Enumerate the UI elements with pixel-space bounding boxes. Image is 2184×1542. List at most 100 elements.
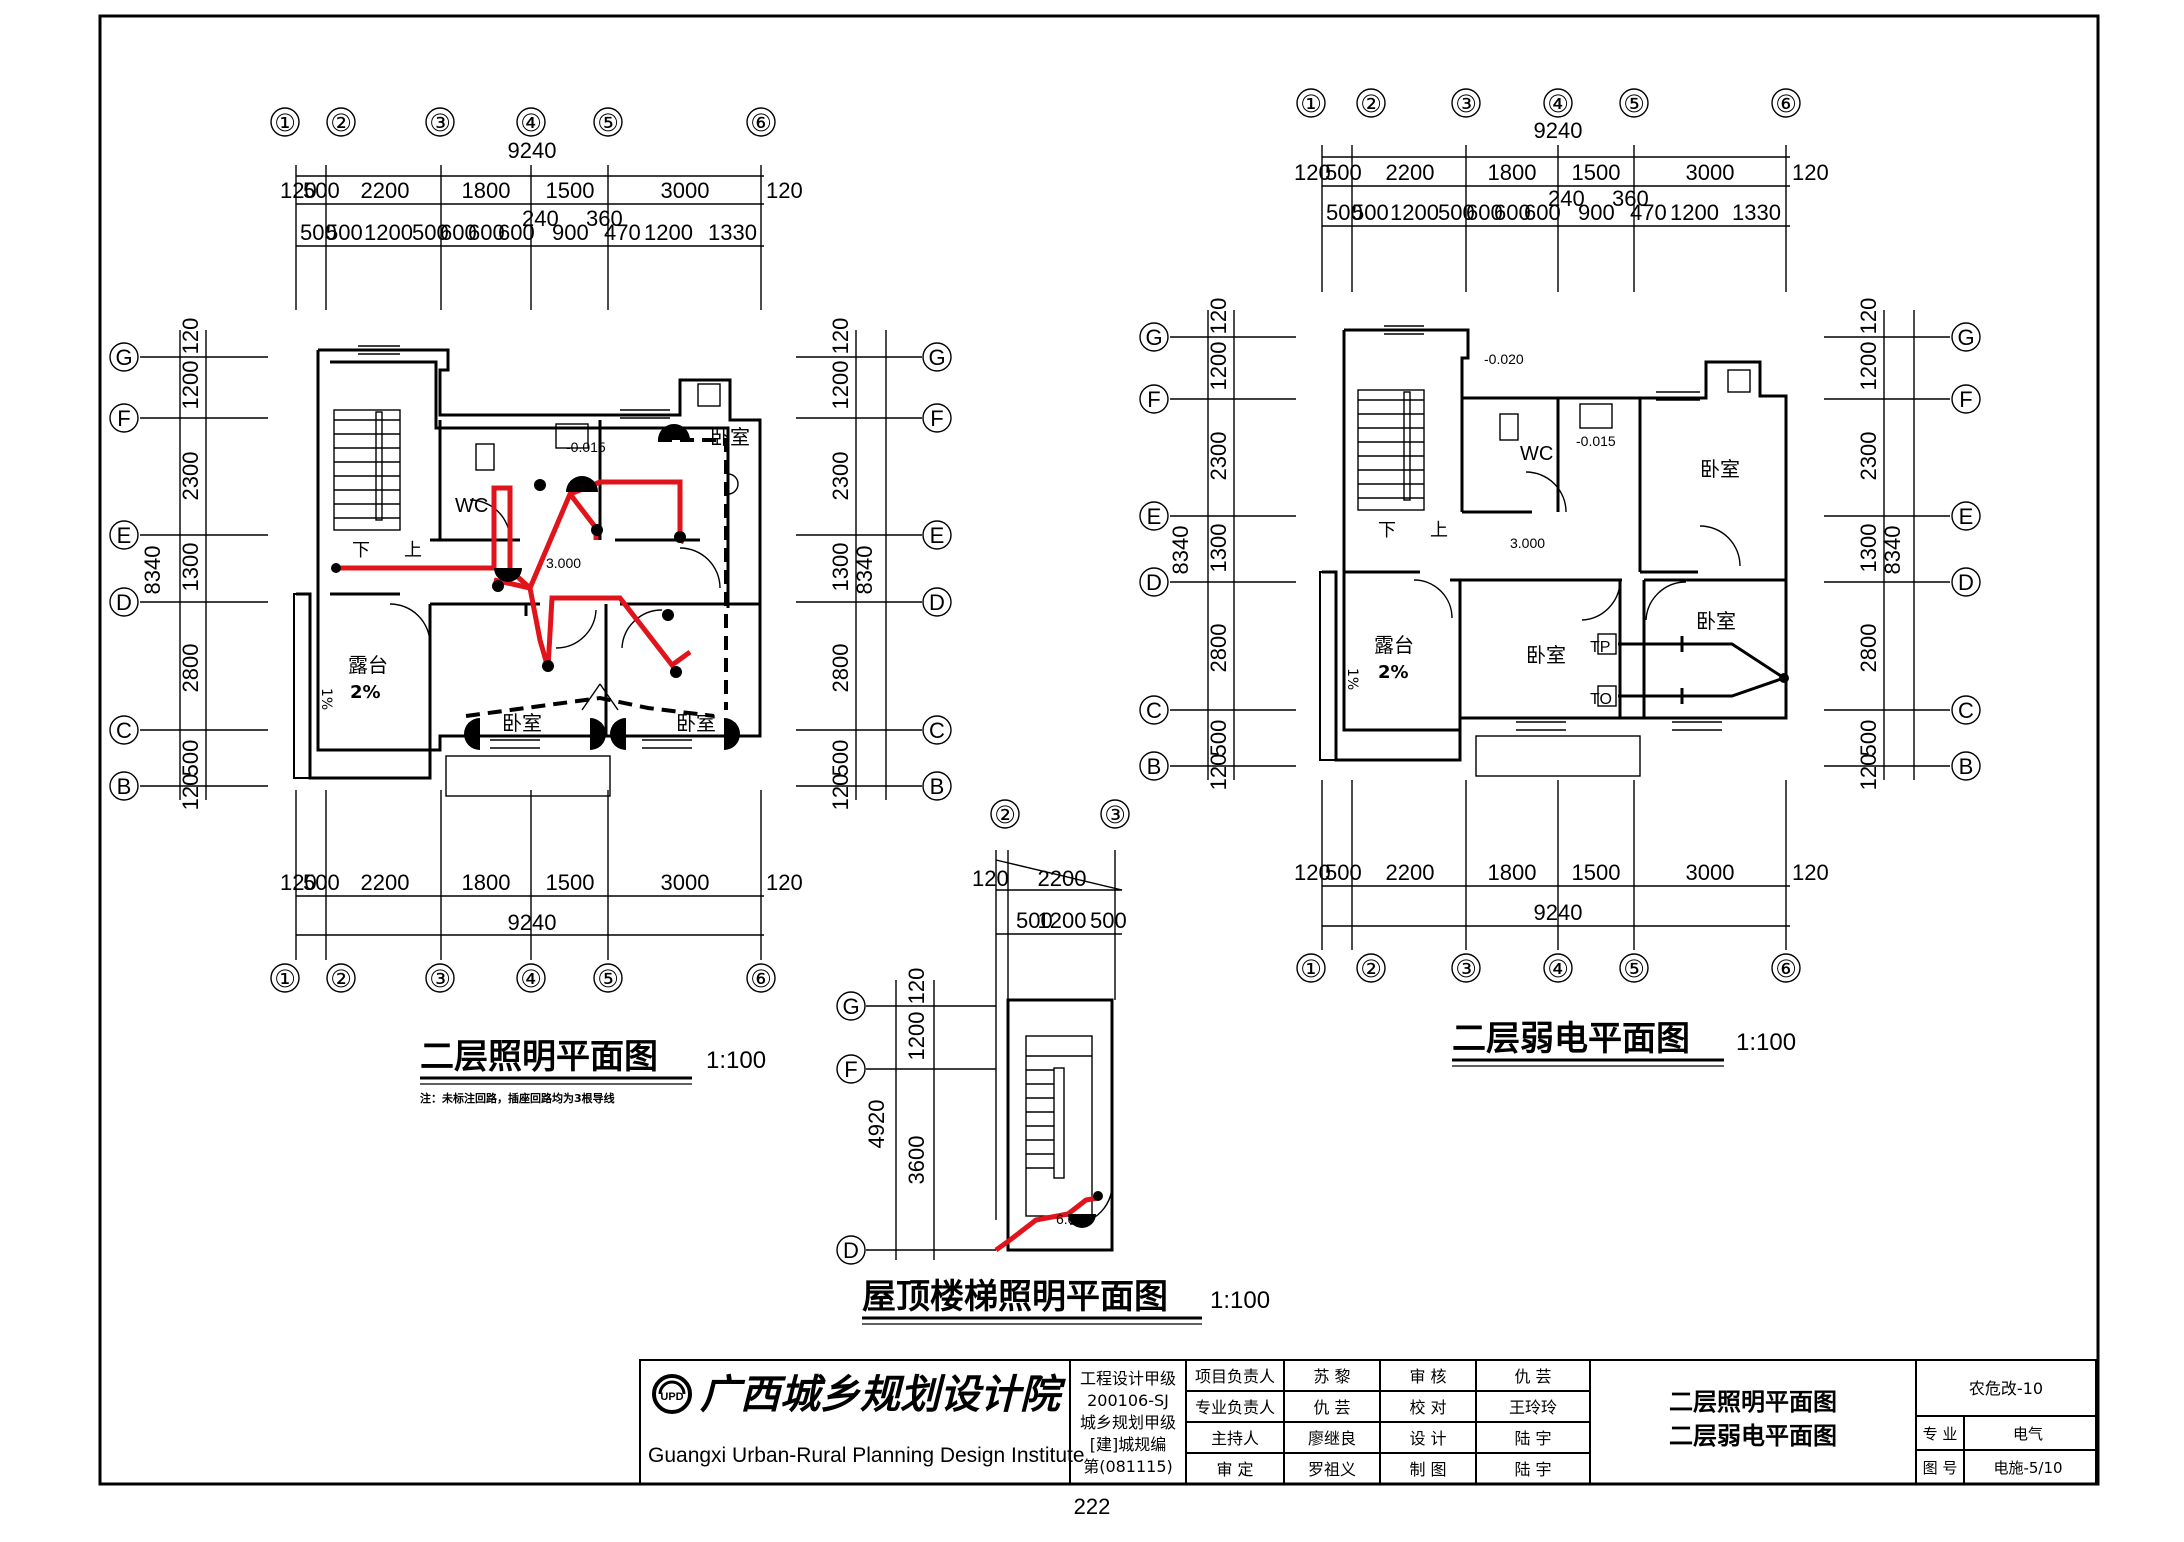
svg-text:120: 120 xyxy=(766,870,803,895)
svg-text:1%: 1% xyxy=(318,688,334,710)
weak-right-axes: G F E D C B xyxy=(1951,322,1981,781)
svg-text:120: 120 xyxy=(178,774,203,811)
weak-plan-title: 二层弱电平面图 xyxy=(1452,1019,1690,1059)
svg-text:F: F xyxy=(844,1057,857,1082)
weak-top-dims: 120 500 2200 1800 1500 3000 120 xyxy=(1294,160,1829,185)
svg-text:卧室: 卧室 xyxy=(676,711,716,735)
svg-text:C: C xyxy=(1146,698,1162,723)
svg-text:8340: 8340 xyxy=(852,546,877,595)
svg-text:2300: 2300 xyxy=(1206,432,1231,481)
svg-text:①: ① xyxy=(274,110,296,137)
svg-text:3.000: 3.000 xyxy=(1510,535,1545,551)
svg-text:城乡规划甲级: 城乡规划甲级 xyxy=(1080,1413,1176,1432)
svg-text:3000: 3000 xyxy=(1686,160,1735,185)
svg-text:审 核: 审 核 xyxy=(1409,1367,1446,1386)
institute-logo: UPD xyxy=(652,1374,692,1414)
svg-text:③: ③ xyxy=(1455,91,1477,118)
svg-text:TO: TO xyxy=(1590,691,1612,708)
svg-text:120: 120 xyxy=(1856,754,1881,791)
axis-4-top: ④ xyxy=(516,107,546,137)
svg-text:E: E xyxy=(1959,504,1974,529)
svg-text:1500: 1500 xyxy=(1572,860,1621,885)
svg-text:1800: 1800 xyxy=(462,178,511,203)
svg-text:8340: 8340 xyxy=(140,546,165,595)
svg-text:120: 120 xyxy=(1206,754,1231,791)
svg-text:上: 上 xyxy=(1430,520,1448,541)
svg-text:120: 120 xyxy=(280,870,317,895)
svg-text:2300: 2300 xyxy=(178,452,203,501)
svg-text:⑥: ⑥ xyxy=(750,110,772,137)
lighting-top-dims: 120 500 2200 1800 1500 3000 120 xyxy=(280,178,803,203)
lighting-plan-note: 注：未标注回路，插座回路均为3根导线 xyxy=(420,1091,615,1105)
svg-text:F: F xyxy=(117,406,130,431)
svg-text:2200: 2200 xyxy=(1038,866,1087,891)
svg-text:4920: 4920 xyxy=(864,1100,889,1149)
svg-text:F: F xyxy=(1147,387,1160,412)
svg-text:TP: TP xyxy=(1590,639,1610,656)
svg-text:360: 360 xyxy=(586,206,623,231)
svg-text:露台: 露台 xyxy=(1374,633,1414,657)
svg-text:470: 470 xyxy=(604,220,641,245)
svg-text:500: 500 xyxy=(1206,720,1231,757)
roof-top-axes: ② ③ xyxy=(990,799,1130,829)
svg-text:470: 470 xyxy=(1630,200,1667,225)
svg-text:8340: 8340 xyxy=(1168,526,1193,575)
svg-text:240: 240 xyxy=(522,206,559,231)
weak-left-axes: G F E D C B xyxy=(1139,322,1169,781)
svg-text:②: ② xyxy=(994,802,1016,829)
svg-text:1200: 1200 xyxy=(904,1012,929,1061)
svg-text:120: 120 xyxy=(904,968,929,1005)
svg-text:卧室: 卧室 xyxy=(502,711,542,735)
project-code: 农危改-10 xyxy=(1969,1379,2043,1398)
svg-text:120: 120 xyxy=(1792,160,1829,185)
svg-text:500: 500 xyxy=(326,220,363,245)
lighting-top-sub-dims: 500 500 1200 500 600 600 600 900 470 120… xyxy=(300,206,757,245)
svg-text:9240: 9240 xyxy=(1534,118,1583,143)
svg-text:廖继良: 廖继良 xyxy=(1308,1429,1356,1448)
svg-text:600: 600 xyxy=(1494,200,1531,225)
svg-text:③: ③ xyxy=(1104,802,1126,829)
lighting-walls xyxy=(293,345,762,797)
svg-text:3.000: 3.000 xyxy=(546,555,581,571)
svg-text:①: ① xyxy=(1300,91,1322,118)
sheet-number: 电施-5/10 xyxy=(1993,1459,2062,1477)
svg-text:500: 500 xyxy=(303,178,340,203)
roof-left-axes: G F D xyxy=(836,991,866,1265)
svg-text:2800: 2800 xyxy=(178,644,203,693)
svg-text:2%: 2% xyxy=(350,682,381,703)
svg-text:⑥: ⑥ xyxy=(750,966,772,993)
page-number: 222 xyxy=(1074,1494,1111,1519)
weak-current-plan: ① ② ③ ④ ⑤ ⑥ 9240 120 500 2200 1800 1500 … xyxy=(1139,88,1981,1067)
svg-text:120: 120 xyxy=(766,178,803,203)
svg-text:③: ③ xyxy=(429,110,451,137)
svg-text:B: B xyxy=(1147,754,1162,779)
svg-text:①: ① xyxy=(274,966,296,993)
lighting-left-dims: 120 1200 2300 1300 2800 500 120 xyxy=(178,318,203,811)
svg-text:9240: 9240 xyxy=(1534,900,1583,925)
svg-text:2300: 2300 xyxy=(1856,432,1881,481)
svg-text:600: 600 xyxy=(468,220,505,245)
svg-text:500: 500 xyxy=(1326,200,1363,225)
svg-text:G: G xyxy=(842,994,859,1019)
title-block: UPD 广西城乡规划设计院 Guangxi Urban-Rural Planni… xyxy=(639,1359,2097,1485)
svg-text:D: D xyxy=(929,590,945,615)
svg-text:1200: 1200 xyxy=(1038,908,1087,933)
svg-text:2800: 2800 xyxy=(1856,624,1881,673)
svg-text:④: ④ xyxy=(520,966,542,993)
axis-5-top: ⑤ xyxy=(593,107,623,137)
svg-text:1200: 1200 xyxy=(178,361,203,410)
roof-plan-title: 屋顶楼梯照明平面图 xyxy=(862,1277,1168,1317)
svg-text:500: 500 xyxy=(1016,908,1053,933)
svg-text:C: C xyxy=(929,718,945,743)
svg-text:专业负责人: 专业负责人 xyxy=(1195,1398,1275,1417)
lighting-left-axes: G F E D C B xyxy=(109,342,139,801)
svg-text:苏 黎: 苏 黎 xyxy=(1313,1367,1350,1386)
svg-text:项目负责人: 项目负责人 xyxy=(1195,1367,1275,1386)
svg-text:下: 下 xyxy=(352,540,370,561)
svg-text:120: 120 xyxy=(1294,160,1331,185)
svg-text:500: 500 xyxy=(1325,160,1362,185)
svg-text:③: ③ xyxy=(1455,956,1477,983)
discipline: 电气 xyxy=(2013,1425,2043,1443)
svg-text:上: 上 xyxy=(404,540,422,561)
svg-text:G: G xyxy=(928,345,945,370)
